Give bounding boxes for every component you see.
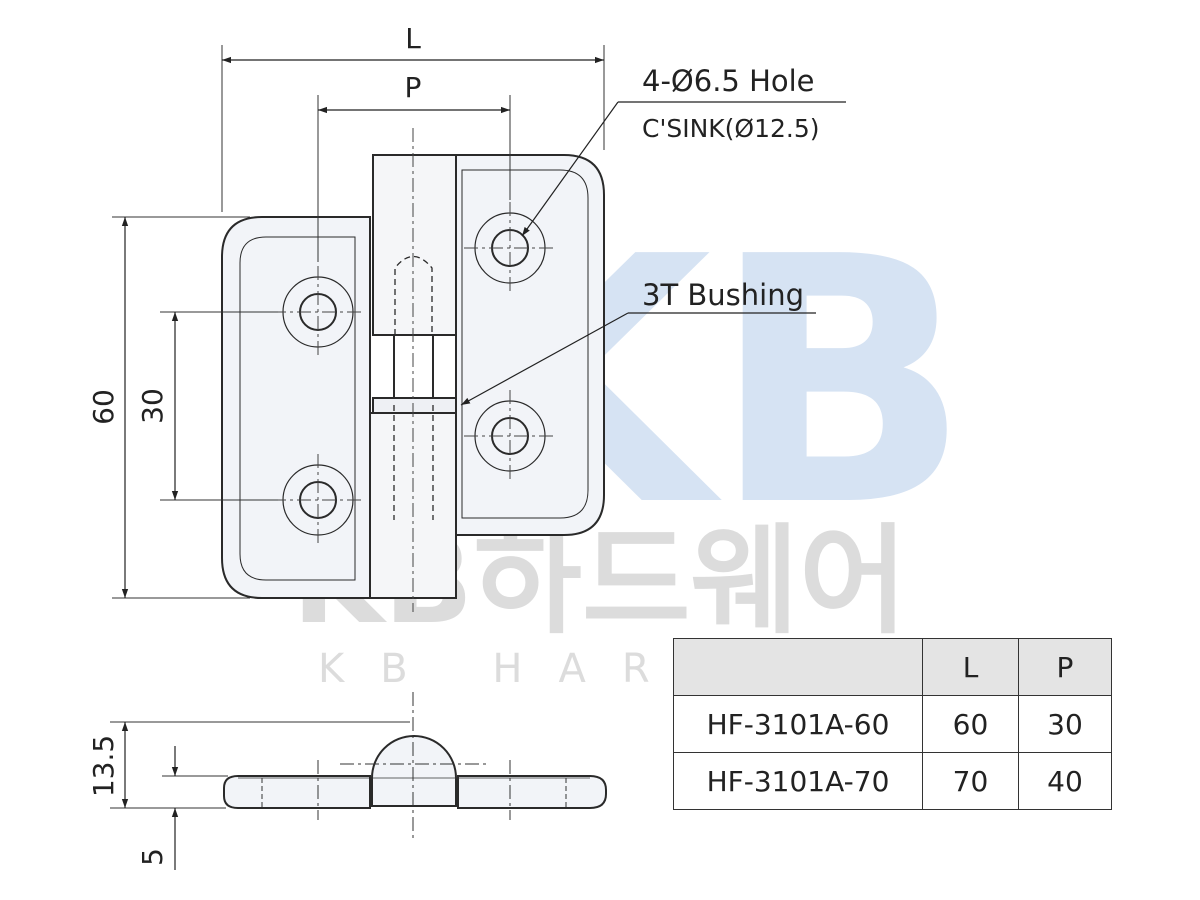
table-cell-l: 70 <box>922 752 1019 810</box>
hole-callout-line2: C'SINK(Ø12.5) <box>642 114 820 143</box>
table-header-row: L P <box>673 638 1112 696</box>
dimension-60-label: 60 <box>87 389 120 425</box>
table-row: HF-3101A-70 70 40 <box>673 752 1112 810</box>
right-leaf-inner <box>461 169 589 519</box>
table-cell-model: HF-3101A-60 <box>673 695 923 753</box>
dimension-p-label: P <box>405 71 422 104</box>
hole-callout-line1: 4-Ø6.5 Hole <box>642 64 815 98</box>
table-cell-p: 30 <box>1018 695 1112 753</box>
dimension-lines <box>121 56 604 598</box>
upper-knuckle <box>372 154 457 336</box>
dimension-13-5-label: 13.5 <box>87 735 120 797</box>
table-header-l: L <box>922 638 1019 696</box>
table-row: HF-3101A-60 60 30 <box>673 695 1112 753</box>
table-header-p: P <box>1018 638 1112 696</box>
left-leaf-inner <box>239 236 356 581</box>
dimension-l-label: L <box>405 22 421 55</box>
dimension-5-label: 5 <box>136 848 169 866</box>
spec-table: L P HF-3101A-60 60 30 HF-3101A-70 70 40 <box>673 638 1112 810</box>
right-leaf <box>455 154 605 536</box>
dimension-30-label: 30 <box>136 388 169 424</box>
left-leaf <box>221 216 371 599</box>
hinge-side-view <box>223 735 607 809</box>
table-cell-p: 40 <box>1018 752 1112 810</box>
center-lines <box>272 128 556 612</box>
table-cell-model: HF-3101A-70 <box>673 752 923 810</box>
callout-leaders <box>460 101 846 406</box>
table-cell-l: 60 <box>922 695 1019 753</box>
bushing-callout: 3T Bushing <box>642 278 804 312</box>
bushing <box>372 397 457 414</box>
table-header-model <box>673 638 923 696</box>
